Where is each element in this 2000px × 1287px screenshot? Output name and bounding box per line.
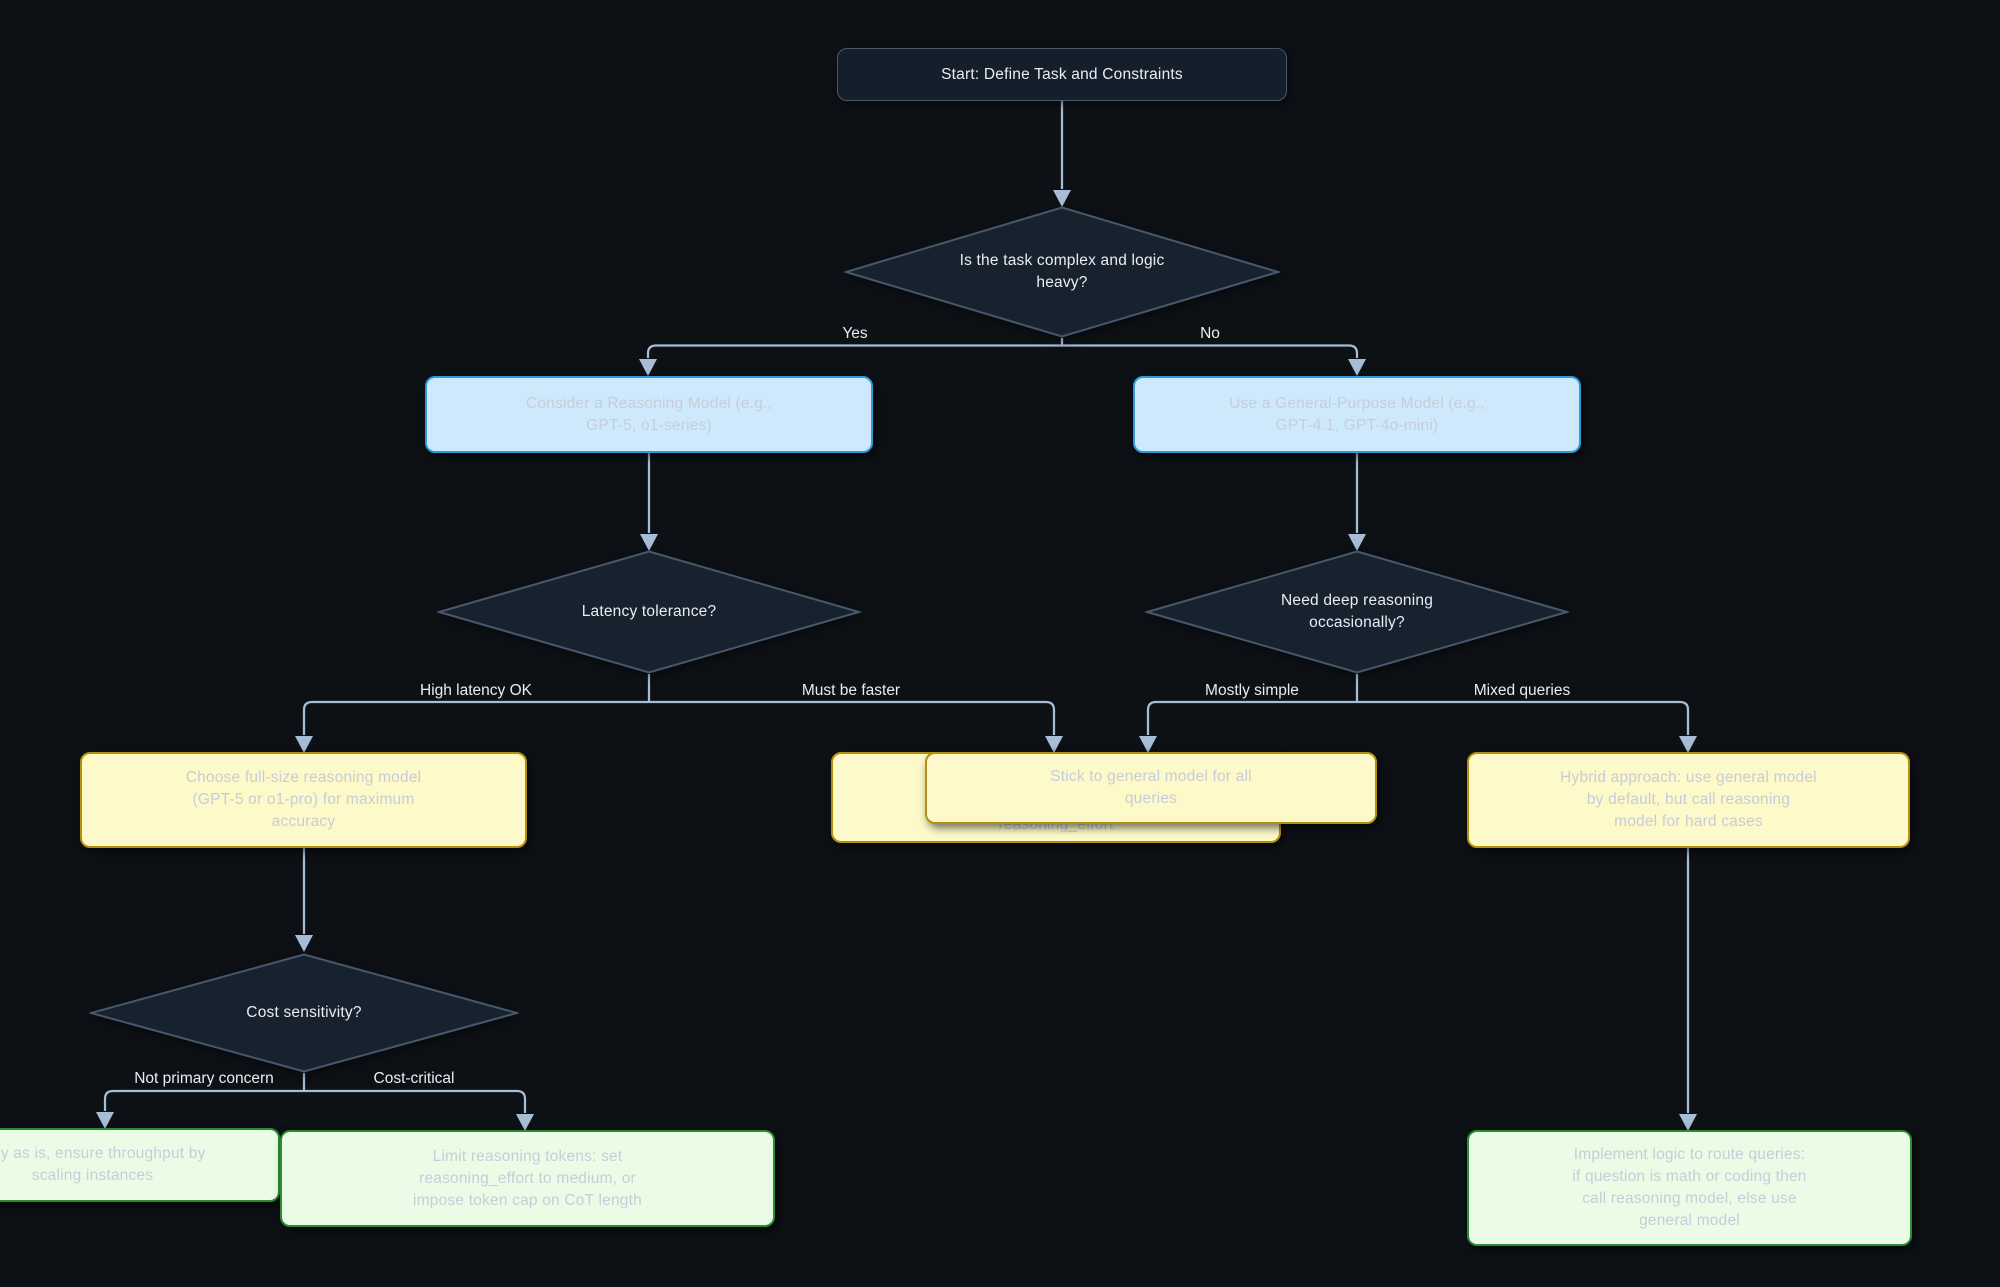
node-route-queries: Implement logic to route queries: if que… [1467, 1130, 1912, 1246]
edge-label-mixed-queries: Mixed queries [1473, 682, 1571, 699]
label-line: heavy? [1036, 274, 1088, 291]
edge-label-cost-critical: Cost-critical [373, 1070, 455, 1087]
node-label: Choose full-size reasoning model (GPT-5 … [186, 767, 422, 833]
arrowhead [1679, 1114, 1697, 1131]
label-line: GPT-5, o1-series) [586, 416, 712, 434]
arrowhead [295, 736, 313, 753]
label-line: Use a General-Purpose Model (e.g., [1229, 394, 1485, 412]
label-line: call reasoning model, else use [1582, 1190, 1797, 1207]
node-label: Latency tolerance? [582, 601, 717, 623]
node-stick-general: Stick to general model for all queries [925, 752, 1377, 824]
arrowhead [295, 935, 313, 952]
diamond-shape [1145, 550, 1569, 674]
diamond-shape [89, 953, 519, 1073]
node-label: Cost sensitivity? [246, 1002, 361, 1024]
node-label: Start: Define Task and Constraints [941, 64, 1183, 86]
arrowhead [1045, 736, 1063, 753]
node-label: Hybrid approach: use general model by de… [1560, 767, 1817, 833]
label-line: Limit reasoning tokens: set [432, 1147, 623, 1165]
label-line: ploy as is, ensure throughput by [0, 1145, 206, 1162]
node-label: Is the task complex and logic heavy? [960, 250, 1165, 294]
label-line: queries [1124, 790, 1178, 807]
edge-complexity-split [646, 338, 1359, 358]
node-hybrid-approach: Hybrid approach: use general model by de… [1467, 752, 1910, 848]
arrowhead [1348, 534, 1366, 551]
arrowhead [96, 1112, 114, 1129]
node-label: Use a General-Purpose Model (e.g., GPT-4… [1229, 393, 1485, 437]
node-label: Consider a Reasoning Model (e.g., GPT-5,… [526, 393, 772, 437]
edge-label-no: No [1200, 325, 1220, 342]
node-general-model: Use a General-Purpose Model (e.g., GPT-4… [1133, 376, 1581, 453]
label-line: Need deep reasoning [1280, 592, 1434, 609]
label-line: accuracy [271, 813, 336, 830]
arrowhead [1348, 359, 1366, 376]
label-line: GPT-4.1, GPT-4o-mini) [1275, 416, 1439, 434]
node-deploy-as-is: ploy as is, ensure throughput by scaling… [0, 1128, 280, 1202]
label-line: (GPT-5 or o1-pro) for maximum [192, 791, 415, 808]
node-label: Limit reasoning tokens: set reasoning_ef… [413, 1146, 642, 1212]
arrowhead [1679, 736, 1697, 753]
label-line: Stick to general model for all [1050, 768, 1252, 785]
edge-label-high-latency: High latency OK [420, 682, 532, 699]
arrowhead [516, 1114, 534, 1131]
node-label: ploy as is, ensure throughput by scaling… [0, 1143, 206, 1187]
node-start: Start: Define Task and Constraints [837, 48, 1287, 101]
label-line: if question is math or coding then [1572, 1168, 1807, 1185]
label-line: by default, but call reasoning [1586, 791, 1791, 808]
edge-label-yes: Yes [842, 325, 868, 342]
node-decision-complexity: Is the task complex and logic heavy? [844, 206, 1280, 338]
label-line: model for hard cases [1614, 813, 1763, 830]
diamond-shape [437, 550, 861, 674]
node-label: Implement logic to route queries: if que… [1572, 1144, 1806, 1232]
label-line: reasoning_effort to medium, or [419, 1169, 636, 1187]
edge-label-must-be-faster: Must be faster [801, 682, 901, 699]
label-line: Consider a Reasoning Model (e.g., [525, 394, 773, 412]
edge-latency-split [302, 674, 1056, 735]
label-line: Choose full-size reasoning model [185, 769, 422, 786]
node-label: Need deep reasoning occasionally? [1281, 590, 1433, 634]
arrowhead [639, 359, 657, 376]
arrowhead [1139, 736, 1157, 753]
node-label: Stick to general model for all queries [1050, 766, 1252, 810]
label-line: Implement logic to route queries: [1573, 1146, 1806, 1163]
node-reasoning-model: Consider a Reasoning Model (e.g., GPT-5,… [425, 376, 873, 453]
node-limit-tokens: Limit reasoning tokens: set reasoning_ef… [280, 1130, 775, 1227]
label-line: general model [1639, 1212, 1740, 1229]
label-line: Is the task complex and logic [959, 252, 1165, 269]
label-line: scaling instances [31, 1167, 154, 1184]
label-line: Cost sensitivity? [246, 1004, 362, 1021]
label-line: Hybrid approach: use general model [1560, 769, 1817, 786]
node-decision-cost: Cost sensitivity? [89, 953, 519, 1073]
node-decision-deep-reasoning: Need deep reasoning occasionally? [1145, 550, 1569, 674]
arrowhead [1053, 190, 1071, 207]
node-decision-latency: Latency tolerance? [437, 550, 861, 674]
diamond-shape [844, 206, 1280, 338]
edge-label-not-primary: Not primary concern [134, 1070, 274, 1087]
edge-cost-split [103, 1073, 527, 1113]
label-line: impose token cap on CoT length [413, 1191, 642, 1209]
edge-label-mostly-simple: Mostly simple [1205, 682, 1299, 699]
edge-deep-split [1146, 674, 1690, 735]
label-line: Latency tolerance? [581, 603, 717, 620]
arrowhead [640, 534, 658, 551]
node-full-size-model: Choose full-size reasoning model (GPT-5 … [80, 752, 527, 848]
label-line: Start: Define Task and Constraints [941, 65, 1183, 83]
label-line: occasionally? [1309, 614, 1405, 631]
